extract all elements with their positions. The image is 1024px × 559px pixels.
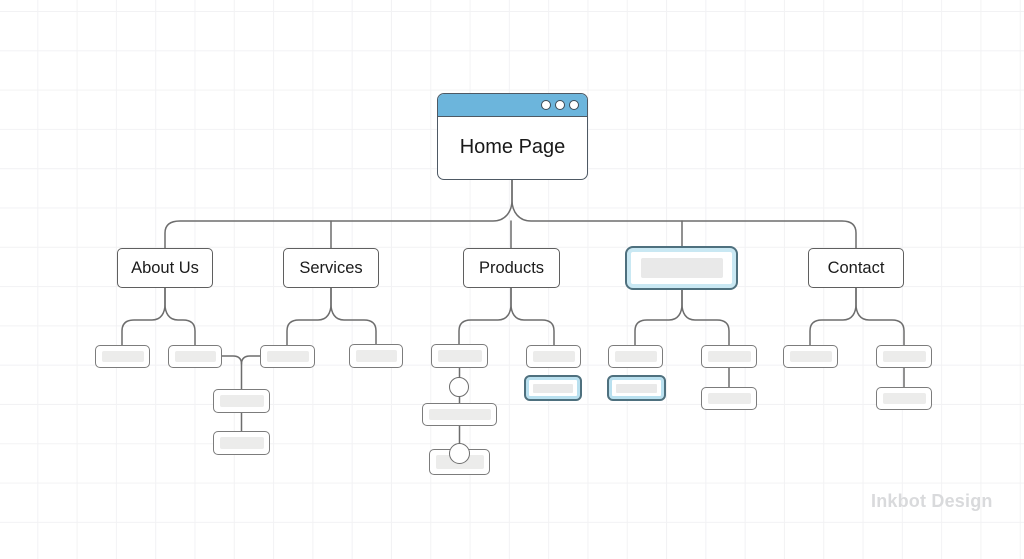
connector-aboutus-left	[121, 287, 166, 346]
circle-connector-icon	[449, 443, 470, 464]
circle-connector-icon	[449, 377, 469, 397]
placeholder-bar	[219, 395, 264, 407]
connector-aboutus-right	[164, 287, 196, 346]
node-section-highlighted	[625, 246, 738, 290]
connector-products-right	[510, 287, 555, 346]
node-services-child-1	[260, 345, 315, 368]
placeholder-bar	[174, 351, 216, 362]
placeholder-bar	[640, 258, 723, 278]
placeholder-bar	[882, 351, 926, 362]
placeholder-bar	[882, 393, 926, 404]
node-merged-child-1	[213, 389, 270, 413]
connector-section4-right	[681, 289, 730, 346]
watermark: Inkbot Design	[871, 491, 993, 511]
node-contact-child-2-sub	[876, 387, 932, 410]
node-products-chain-1	[422, 403, 497, 426]
connector-section4-left	[634, 289, 683, 346]
node-aboutus-child-2	[168, 345, 222, 368]
node-contact-child-1	[783, 345, 838, 368]
placeholder-bar	[532, 351, 575, 362]
node-products-child-2	[526, 345, 581, 368]
connector-products-left	[458, 287, 512, 345]
connector-services-right	[330, 287, 377, 345]
home-page-label: Home Page	[459, 136, 566, 158]
browser-title-bar	[438, 94, 587, 117]
connector-bus-left	[164, 178, 513, 249]
placeholder-bar	[707, 393, 751, 404]
placeholder-bar	[266, 351, 309, 362]
node-contact-child-2	[876, 345, 932, 368]
connector-contact-right	[855, 287, 905, 346]
connector-merge-left	[221, 355, 243, 390]
node-contact: Contact	[808, 248, 904, 288]
placeholder-bar	[219, 437, 264, 449]
node-section4-child-1	[608, 345, 663, 368]
connector-contact-left	[809, 287, 857, 346]
placeholder-bar	[428, 409, 491, 420]
window-control-dot-icon	[540, 99, 551, 111]
node-services-child-2	[349, 344, 403, 368]
placeholder-bar	[707, 351, 751, 362]
node-products: Products	[463, 248, 560, 288]
node-aboutus-child-1	[95, 345, 150, 368]
placeholder-bar	[616, 383, 657, 393]
placeholder-bar	[355, 350, 397, 362]
node-home-page: Home Page	[437, 93, 588, 180]
node-section4-child-2-sub	[701, 387, 757, 410]
placeholder-bar	[437, 350, 482, 362]
node-products-child-2-sub-highlighted	[524, 375, 582, 401]
window-control-dot-icon	[568, 99, 579, 111]
connector-merge-right	[240, 355, 261, 365]
placeholder-bar	[101, 351, 144, 362]
node-products-child-1	[431, 344, 488, 368]
node-about-us: About Us	[117, 248, 213, 288]
window-control-dot-icon	[554, 99, 565, 111]
placeholder-bar	[614, 351, 657, 362]
placeholder-bar	[789, 351, 832, 362]
connector-bus-right	[511, 178, 857, 249]
node-services: Services	[283, 248, 379, 288]
node-section4-child-2	[701, 345, 757, 368]
connector-services-left	[286, 287, 332, 346]
node-merged-child-2	[213, 431, 270, 455]
placeholder-bar	[533, 383, 573, 393]
node-section4-child-1-sub-highlighted	[607, 375, 666, 401]
